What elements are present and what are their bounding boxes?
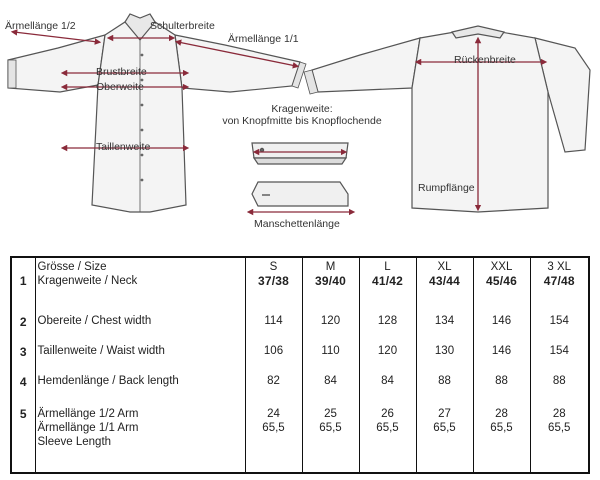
row-number: 1	[19, 274, 27, 288]
back-length-value: 88	[529, 361, 589, 391]
table-row-back-length: 4 Hemdenlänge / Back length 82 84 84 88 …	[11, 361, 589, 391]
sleeve-full-label: Ärmellänge 1/1 Arm	[37, 422, 139, 434]
sleeve-full-value: 65,5	[319, 422, 342, 434]
label-waist-width: Taillenweite	[96, 141, 151, 153]
neck-value: 37/38	[257, 274, 290, 288]
neck-value: 45/46	[485, 274, 518, 288]
back-length-value: 84	[358, 361, 416, 391]
chest-value: 128	[358, 301, 416, 331]
sleeve-full-value: 65,5	[548, 422, 571, 434]
row-number: 3	[19, 345, 27, 359]
sleeve-label-cell: Ärmellänge 1/2 Arm Ärmellänge 1/1 Arm Sl…	[34, 391, 245, 473]
back-length-label: Hemdenlänge / Back length	[34, 361, 245, 391]
back-length-value: 84	[301, 361, 359, 391]
sleeve-full-value: 65,5	[376, 422, 399, 434]
measurement-arrows	[10, 29, 548, 216]
label-sleeve-full: Ärmellänge 1/1	[228, 33, 299, 45]
back-length-value: 88	[415, 361, 473, 391]
sleeve-cell: 24 65,5	[244, 391, 302, 473]
sleeve-half-value: 24	[267, 408, 280, 420]
sleeve-cell: 27 65,5	[415, 391, 473, 473]
chest-label: Obereite / Chest width	[34, 301, 245, 331]
table-row-chest: 2 Obereite / Chest width 114 120 128 134…	[11, 301, 589, 331]
label-collar-title: Kragenweite:	[271, 103, 333, 115]
size-xl: XL	[437, 261, 452, 273]
sleeve-cell: 28 65,5	[529, 391, 589, 473]
size-header: Grösse / Size	[37, 261, 107, 273]
cuff-detail	[251, 181, 349, 207]
row-label-cell: Grösse / Size Kragenweite / Neck	[34, 257, 245, 301]
size-m: M	[325, 261, 336, 273]
back-length-value: 82	[244, 361, 302, 391]
neck-label: Kragenweite / Neck	[37, 275, 138, 287]
waist-value: 130	[415, 331, 473, 361]
sleeve-half-value: 28	[552, 408, 566, 420]
table-row-sleeve-length: 5 Ärmellänge 1/2 Arm Ärmellänge 1/1 Arm …	[11, 391, 589, 473]
neck-value: 39/40	[314, 274, 347, 288]
sleeve-full-value: 65,5	[262, 422, 285, 434]
neck-value: 41/42	[371, 274, 404, 288]
sleeve-en-label: Sleeve Length	[37, 436, 112, 448]
sleeve-half-value: 28	[495, 408, 508, 420]
row-number: 4	[19, 375, 27, 389]
sleeve-cell: 25 65,5	[301, 391, 359, 473]
size-3xl: 3 XL	[547, 261, 572, 273]
label-back-width: Rückenbreite	[454, 54, 516, 66]
chest-value: 114	[244, 301, 302, 331]
chest-value: 154	[529, 301, 589, 331]
collar-detail	[251, 142, 349, 165]
sleeve-half-label: Ärmellänge 1/2 Arm	[37, 408, 139, 420]
label-sleeve-half: Ärmellänge 1/2	[5, 20, 76, 32]
size-s: S	[269, 261, 278, 273]
sleeve-half-value: 26	[381, 408, 394, 420]
label-cuff-length: Manschettenlänge	[254, 218, 340, 230]
chest-value: 120	[301, 301, 359, 331]
shirt-illustration	[7, 13, 591, 216]
size-l: L	[384, 261, 391, 273]
chest-value: 146	[472, 301, 530, 331]
table-row-waist: 3 Taillenweite / Waist width 106 110 120…	[11, 331, 589, 361]
sleeve-cell: 26 65,5	[358, 391, 416, 473]
shirt-measurement-diagram: Ärmellänge 1/2 Schulterbreite Ärmellänge…	[5, 13, 591, 230]
row-number-cell: 1	[11, 257, 35, 301]
label-shoulder-width: Schulterbreite	[150, 20, 215, 32]
row-number: 5	[19, 407, 27, 421]
sleeve-half-value: 25	[324, 408, 337, 420]
sleeve-half-value: 27	[438, 408, 451, 420]
neck-value: 43/44	[428, 274, 461, 288]
sleeve-full-value: 65,5	[490, 422, 513, 434]
waist-value: 106	[244, 331, 302, 361]
waist-label: Taillenweite / Waist width	[34, 331, 245, 361]
back-length-value: 88	[472, 361, 530, 391]
waist-value: 110	[301, 331, 359, 361]
label-upper-width: Oberweite	[96, 81, 144, 93]
neck-value: 47/48	[543, 274, 575, 288]
sleeve-cell: 28 65,5	[472, 391, 530, 473]
waist-value: 146	[472, 331, 530, 361]
front-buttons	[140, 53, 144, 182]
sleeve-full-value: 65,5	[433, 422, 456, 434]
label-body-length: Rumpflänge	[418, 182, 475, 194]
waist-value: 120	[358, 331, 416, 361]
row-number-cell: 5	[11, 391, 35, 473]
label-collar-subtitle: von Knopfmitte bis Knopflochende	[222, 115, 382, 127]
row-number: 2	[19, 315, 27, 329]
size-xxl: XXL	[490, 261, 513, 273]
label-bust-width: Brustbreite	[96, 66, 147, 78]
chest-value: 134	[415, 301, 473, 331]
waist-value: 154	[529, 331, 589, 361]
